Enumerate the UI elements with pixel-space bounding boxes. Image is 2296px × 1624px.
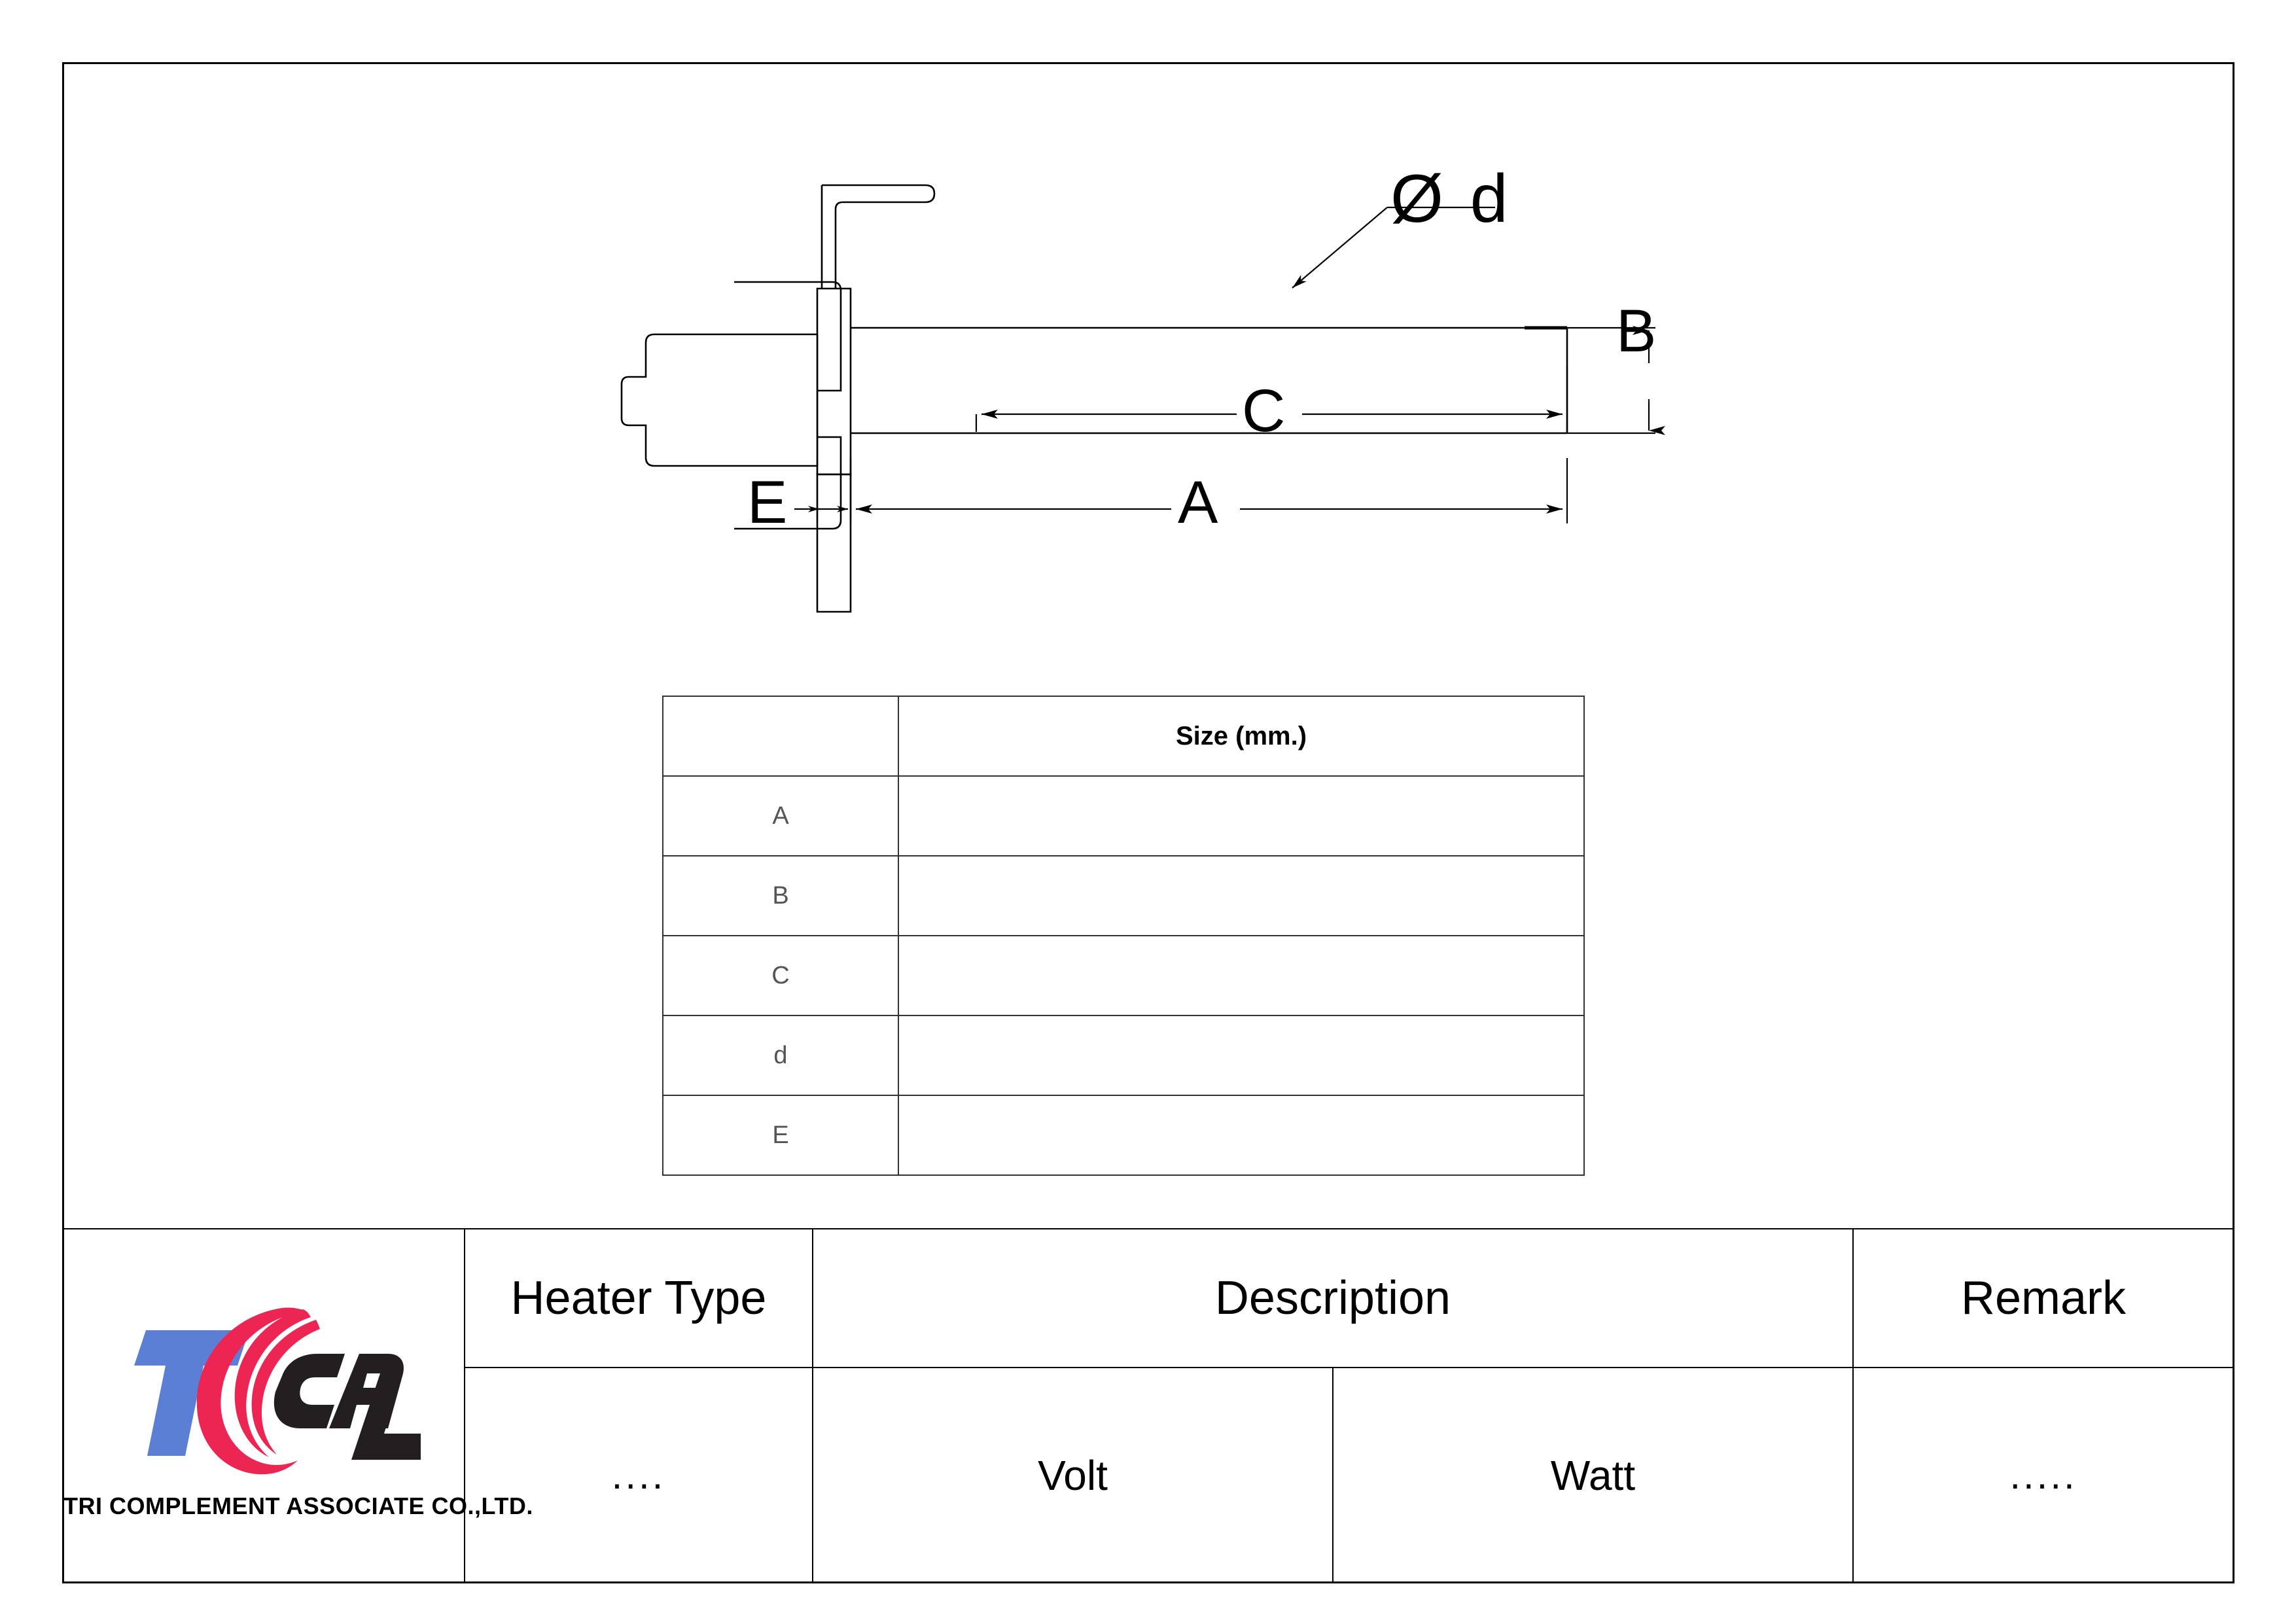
value-heater-type[interactable]: .... <box>464 1367 813 1583</box>
size-row-value-c[interactable] <box>898 935 1585 1016</box>
table-row: B <box>662 855 1585 936</box>
size-table-header-value: Size (mm.) <box>898 696 1585 777</box>
diameter-dimension-label: Ø d <box>1390 161 1512 237</box>
size-table-header-key <box>662 696 899 777</box>
value-volt[interactable]: Volt <box>812 1367 1333 1583</box>
size-row-key-b: B <box>662 855 899 936</box>
table-row: A <box>662 775 1585 856</box>
size-row-value-e[interactable] <box>898 1095 1585 1176</box>
table-row: E <box>662 1095 1585 1176</box>
dimension-label-c: C <box>1242 378 1286 444</box>
tca-logo-icon <box>134 1307 434 1474</box>
table-row: d <box>662 1015 1585 1096</box>
dimension-label-e: E <box>747 469 788 536</box>
header-heater-type: Heater Type <box>464 1228 813 1368</box>
header-remark: Remark <box>1852 1228 2234 1368</box>
size-row-key-e: E <box>662 1095 899 1176</box>
size-table-header-row: Size (mm.) <box>662 696 1585 777</box>
dimension-label-b: B <box>1616 298 1657 364</box>
company-logo: TRI COMPLEMENT ASSOCIATE CO.,LTD. <box>62 1228 533 1583</box>
title-block: TRI COMPLEMENT ASSOCIATE CO.,LTD. Heater… <box>62 1228 2234 1583</box>
table-row: C <box>662 935 1585 1016</box>
value-remark[interactable]: ..... <box>1852 1367 2234 1583</box>
size-row-key-a: A <box>662 775 899 856</box>
size-row-value-b[interactable] <box>898 855 1585 936</box>
size-row-value-a[interactable] <box>898 775 1585 856</box>
value-watt[interactable]: Watt <box>1332 1367 1854 1583</box>
size-table: Size (mm.) A B C d E <box>662 696 1585 1176</box>
tca-logo-mark <box>107 1292 434 1489</box>
size-row-value-d[interactable] <box>898 1015 1585 1096</box>
size-row-key-d: d <box>662 1015 899 1096</box>
size-row-key-c: C <box>662 935 899 1016</box>
company-name: TRI COMPLEMENT ASSOCIATE CO.,LTD. <box>63 1492 533 1519</box>
dimension-label-a: A <box>1178 469 1218 536</box>
header-description: Description <box>812 1228 1854 1368</box>
